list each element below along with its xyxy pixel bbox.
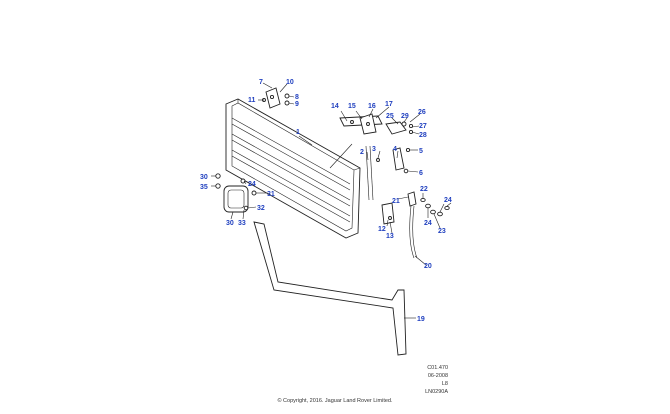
side-bracket — [392, 147, 411, 174]
fixings-right — [420, 197, 450, 217]
callout-5: 5 — [419, 148, 423, 155]
callout-29: 29 — [401, 113, 409, 120]
callout-10: 10 — [286, 79, 294, 86]
callout-23: 23 — [438, 228, 446, 235]
lower-bracket — [381, 202, 395, 225]
callout-2: 2 — [360, 149, 364, 156]
check-chain — [407, 191, 418, 259]
callout-30-a: 30 — [200, 174, 208, 181]
callout-9: 9 — [295, 101, 299, 108]
callout-13: 13 — [386, 233, 394, 240]
callout-20: 20 — [424, 263, 432, 270]
support-strap — [365, 145, 380, 201]
callout-19: 19 — [417, 316, 425, 323]
callout-1: 1 — [296, 129, 300, 136]
callout-33: 33 — [238, 220, 246, 227]
copyright-notice: © Copyright, 2016. Jaguar Land Rover Lim… — [277, 398, 393, 404]
callout-22: 22 — [420, 186, 428, 193]
drawing-reference-code: C01.470 — [427, 365, 448, 371]
callout-31: 31 — [267, 191, 275, 198]
callout-15: 15 — [348, 103, 356, 110]
callout-14: 14 — [331, 103, 339, 110]
callout-labels: 1 7 10 8 9 11 14 15 16 17 25 26 29 27 28… — [200, 79, 452, 323]
callout-28: 28 — [419, 132, 427, 139]
hinge-latch-assembly — [339, 113, 414, 135]
callout-25: 25 — [386, 113, 394, 120]
callout-24-c: 24 — [248, 181, 256, 188]
lamp-assembly — [215, 173, 257, 213]
callout-26: 26 — [418, 109, 426, 116]
callout-12: 12 — [378, 226, 386, 233]
callout-8: 8 — [295, 94, 299, 101]
drawing-reference-number: LN0290A — [425, 389, 448, 395]
callout-16: 16 — [368, 103, 376, 110]
leader-lines — [211, 82, 452, 319]
callout-3: 3 — [372, 146, 376, 153]
callout-7: 7 — [259, 79, 263, 86]
callout-27: 27 — [419, 123, 427, 130]
callout-6: 6 — [419, 170, 423, 177]
callout-35: 35 — [200, 184, 208, 191]
callout-11: 11 — [248, 97, 256, 104]
callout-4: 4 — [393, 146, 397, 153]
callout-24-a: 24 — [444, 197, 452, 204]
callout-17: 17 — [385, 101, 393, 108]
tailgate-seal — [253, 221, 407, 356]
callout-21: 21 — [392, 198, 400, 205]
hinge-bracket-upper — [262, 87, 290, 109]
drawing-reference-section: L8 — [441, 381, 448, 387]
callout-24-b: 24 — [424, 220, 432, 227]
drawing-reference-date: 06-2008 — [427, 373, 448, 379]
callout-30-b: 30 — [226, 220, 234, 227]
tailgate-panel — [225, 98, 361, 239]
callout-32: 32 — [257, 205, 265, 212]
